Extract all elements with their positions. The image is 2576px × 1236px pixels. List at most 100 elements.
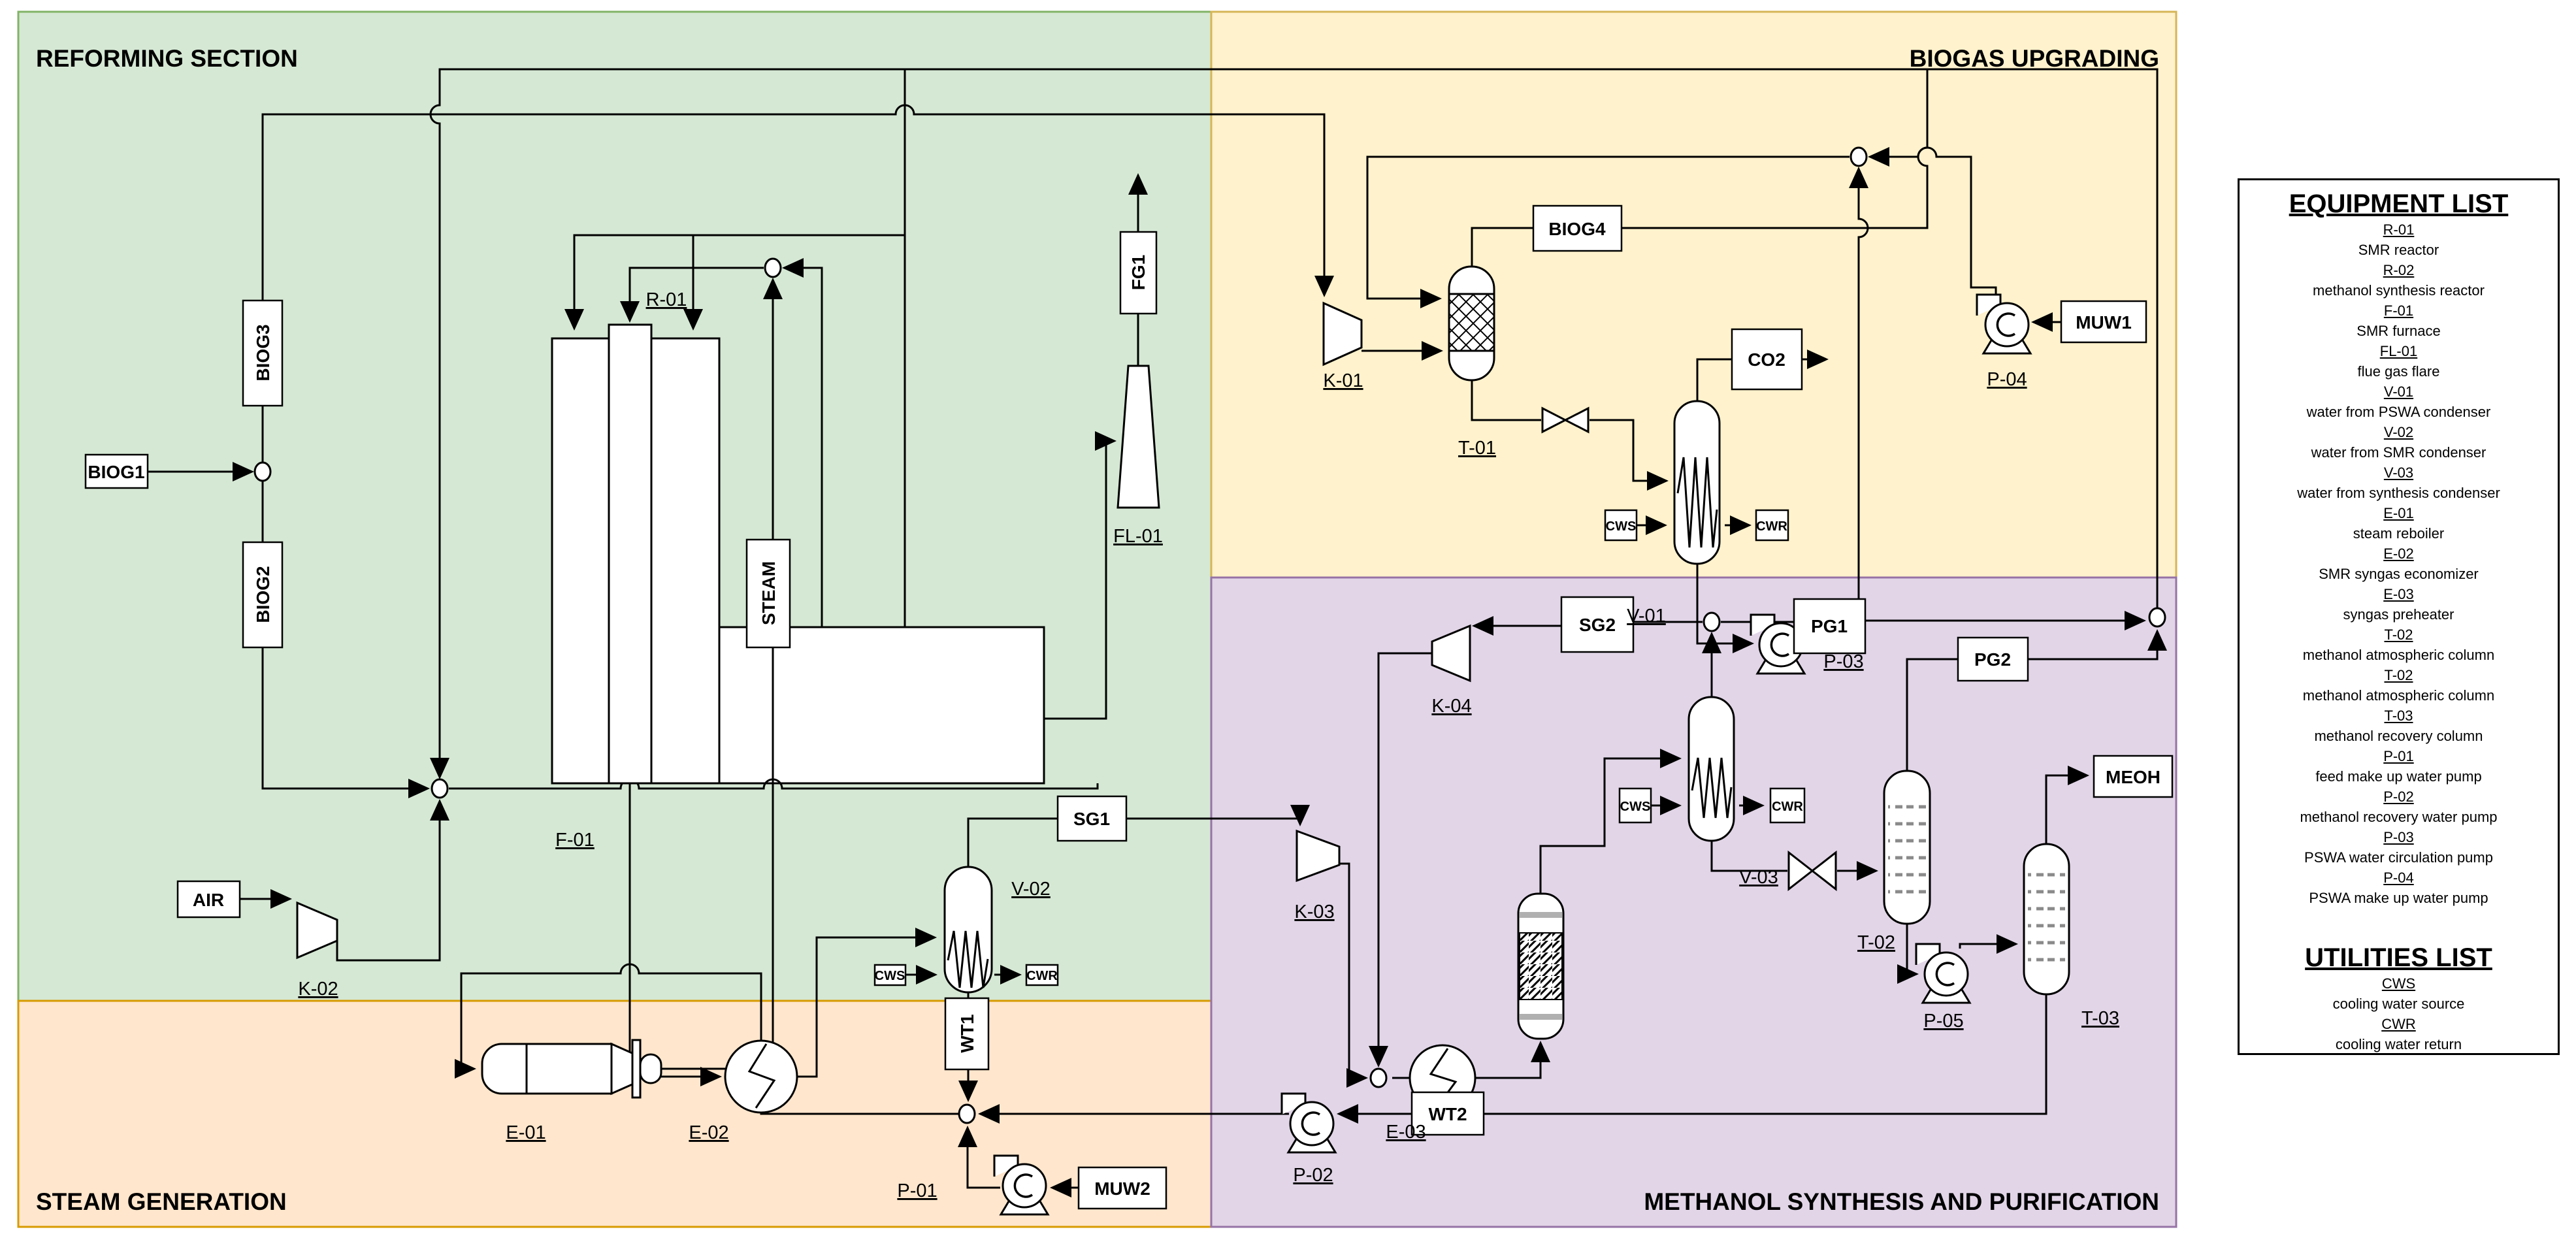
equipment-item-code-16: P-04 — [2383, 870, 2414, 886]
fg1-stream-tag[interactable] — [1119, 231, 1158, 315]
cwr-label-v02: CWR — [1026, 969, 1058, 983]
wt2-label: WT2 — [1428, 1104, 1467, 1124]
t01-absorber[interactable] — [1448, 265, 1495, 382]
k01-compressor[interactable] — [1322, 301, 1363, 366]
biog1-stream-tag[interactable] — [84, 453, 149, 489]
e02-tag: E-02 — [689, 1122, 728, 1143]
k03-tag: K-03 — [1294, 902, 1334, 922]
line-t03-bottoms-to-wt2 — [1484, 994, 2047, 1115]
muw2-stream-tag[interactable] — [1077, 1166, 1167, 1210]
line-t01-to-biog4 — [1471, 227, 1533, 267]
k04-compressor[interactable] — [1431, 624, 1471, 683]
air-stream-tag[interactable] — [176, 880, 241, 919]
co2-stream-tag[interactable] — [1731, 328, 1803, 391]
muw1-label: MUW1 — [2076, 312, 2132, 333]
utility-item-desc-1: cooling water return — [2335, 1036, 2462, 1052]
line-v02-to-sg1 — [967, 817, 1058, 867]
steam-label: STEAM — [758, 561, 779, 625]
v02-tag: V-02 — [1011, 879, 1051, 900]
equipment-item-code-11: T-02 — [2384, 667, 2413, 683]
line-k02-to-mixer — [336, 799, 449, 962]
sg1-stream-tag[interactable] — [1056, 795, 1128, 842]
v03-tag: V-03 — [1739, 867, 1778, 888]
sg1-label: SG1 — [1073, 809, 1110, 829]
line-biog2-to-mixer — [261, 647, 430, 798]
meoh-label: MEOH — [2106, 767, 2160, 787]
meoh-stream-tag[interactable] — [2093, 755, 2174, 798]
utilities-list-title: UTILITIES LIST — [2305, 943, 2492, 972]
e01-tag: E-01 — [506, 1122, 546, 1143]
cws-tag-v01[interactable] — [1604, 509, 1638, 542]
line-valve-to-v01 — [1590, 419, 1669, 491]
p02-tag: P-02 — [1293, 1165, 1333, 1186]
cwr-tag-v02[interactable] — [1025, 964, 1059, 986]
line-biogas-to-k01 — [261, 104, 1334, 301]
section-methanol — [1210, 576, 2177, 1228]
line-convection-steam — [782, 258, 823, 627]
junction-burner-mix — [431, 778, 449, 799]
equipment-item-desc-4: water from PSWA condenser — [2306, 404, 2491, 420]
steam-stream-tag[interactable] — [745, 538, 791, 649]
k02-compressor[interactable] — [296, 901, 338, 960]
sg2-label: SG2 — [1579, 615, 1616, 635]
equipment-item-code-0: R-01 — [2383, 221, 2415, 238]
biog2-stream-tag[interactable] — [242, 541, 284, 649]
wt1-stream-tag[interactable] — [944, 997, 990, 1071]
line-t01-to-valve — [1471, 380, 1541, 421]
cwr-tag-v01[interactable] — [1755, 509, 1789, 542]
line-t02-to-pg2 — [1906, 658, 1958, 771]
r02-methanol-reactor[interactable] — [1517, 892, 1565, 1040]
equipment-item-code-2: F-01 — [2383, 302, 2414, 319]
p01-tag: P-01 — [897, 1180, 937, 1201]
muw1-stream-tag[interactable] — [2060, 300, 2147, 344]
cws-tag-v03[interactable] — [1618, 787, 1652, 824]
k03-compressor[interactable] — [1296, 829, 1341, 883]
methanol-section-title: METHANOL SYNTHESIS AND PURIFICATION — [1644, 1188, 2159, 1215]
biogas-upgrading-title: BIOGAS UPGRADING — [1910, 45, 2159, 72]
v02-condenser[interactable] — [943, 866, 993, 994]
k04-tag: K-04 — [1431, 696, 1471, 717]
equipment-item-code-3: FL-01 — [2379, 343, 2418, 359]
wt1-label: WT1 — [957, 1014, 977, 1052]
cws-tag-v02[interactable] — [873, 964, 907, 986]
line-r02-to-v03 — [1539, 749, 1682, 894]
junction-wash-water — [1850, 146, 1868, 167]
valve-t01-letdown[interactable] — [1541, 406, 1590, 434]
cwr-tag-v03[interactable] — [1769, 787, 1806, 824]
equipment-item-desc-9: syngas preheater — [2343, 606, 2454, 623]
fl01-flare[interactable] — [1117, 365, 1160, 509]
wt2-stream-tag[interactable] — [1410, 1091, 1485, 1136]
line-e03-to-r02 — [1475, 1041, 1550, 1079]
biog4-stream-tag[interactable] — [1532, 204, 1623, 252]
line-k04-to-mix — [1369, 652, 1432, 1067]
biog3-stream-tag[interactable] — [242, 299, 284, 407]
e01-steam-reboiler[interactable] — [481, 1039, 662, 1099]
line-v03-to-valve — [1710, 841, 1787, 872]
v03-condenser[interactable] — [1687, 696, 1735, 842]
equipment-item-code-9: E-03 — [2383, 586, 2414, 602]
furnace-f01-convection-box[interactable] — [718, 626, 1045, 785]
equipment-item-code-1: R-02 — [2383, 262, 2415, 278]
junction-purge-mix — [2148, 607, 2166, 628]
e02-economizer[interactable] — [724, 1039, 798, 1114]
p05-tag: P-05 — [1923, 1011, 1963, 1032]
r01-tag: R-01 — [646, 289, 687, 310]
r01-smr-reactor[interactable] — [608, 323, 653, 785]
v01-condenser[interactable] — [1673, 400, 1721, 565]
t02-tag: T-02 — [1857, 932, 1895, 953]
t02-atmospheric-column[interactable] — [1883, 770, 1931, 925]
pg2-stream-tag[interactable] — [1957, 636, 2029, 682]
air-label: AIR — [193, 890, 224, 910]
equipment-item-code-8: E-02 — [2383, 545, 2414, 562]
sg2-stream-tag[interactable] — [1560, 596, 1635, 653]
biog1-label: BIOG1 — [88, 462, 144, 482]
pg1-stream-tag[interactable] — [1793, 598, 1867, 655]
p03-tag: P-03 — [1823, 651, 1863, 672]
valve-v03-letdown[interactable] — [1787, 850, 1837, 892]
equipment-item-desc-10: methanol atmospheric column — [2302, 647, 2495, 663]
t03-recovery-column[interactable] — [2023, 843, 2070, 996]
equipment-item-desc-16: PSWA make up water pump — [2309, 890, 2488, 906]
junction-steam-mix — [764, 257, 782, 278]
equipment-item-desc-3: flue gas flare — [2357, 363, 2440, 380]
